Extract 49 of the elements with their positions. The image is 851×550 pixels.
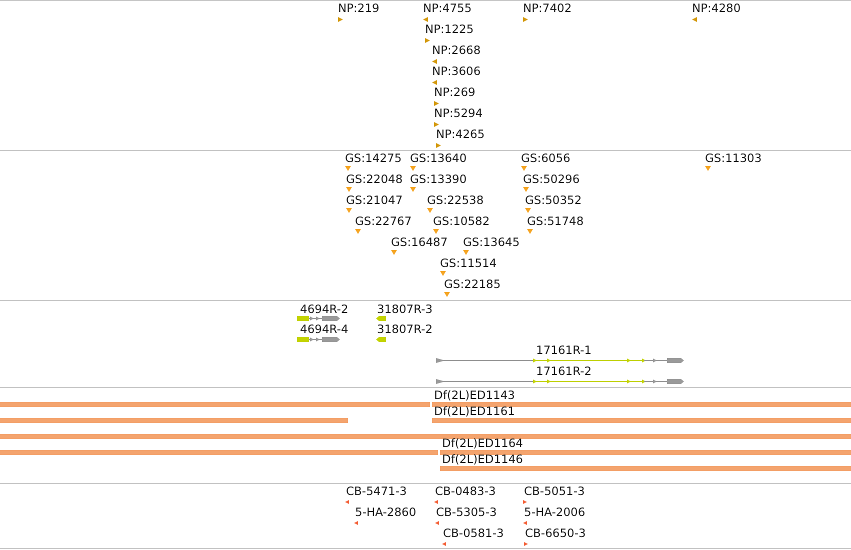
feature-label: CB-5051-3: [524, 485, 585, 498]
feature-label: CB-5471-3: [346, 485, 407, 498]
feature-label: GS:16487: [391, 236, 448, 250]
deletion-bar: [0, 402, 430, 406]
feature-label: NP:4755: [423, 2, 472, 15]
feature-label: 31807R-3: [377, 302, 433, 316]
feature-label: Df(2L)ED1146: [442, 452, 524, 466]
feature-label: GS:14275: [345, 152, 402, 166]
feature-label: NP:1225: [425, 23, 474, 36]
feature-label: GS:50296: [523, 173, 580, 186]
feature-label: GS:22048: [346, 173, 403, 186]
feature-label: 5-HA-2860: [355, 506, 416, 519]
feature-label: NP:5294: [434, 107, 483, 120]
feature-label: GS:22767: [355, 215, 412, 228]
feature-label: CB-0581-3: [443, 526, 504, 540]
feature-label: 17161R-1: [536, 344, 593, 357]
feature-label: GS:51748: [527, 215, 584, 228]
feature-label: NP:7402: [523, 2, 572, 15]
feature-label: NP:269: [434, 86, 476, 99]
feature-label: Df(2L)ED1143: [434, 388, 516, 402]
feature-label: Df(2L)ED1164: [442, 436, 524, 450]
feature-label: GS:13390: [410, 173, 467, 186]
feature-label: GS:22538: [427, 194, 484, 208]
feature-label: GS:11514: [440, 257, 497, 270]
deletion-bar: [0, 450, 438, 454]
feature-label: CB-0483-3: [435, 485, 496, 498]
deletion-bar: [0, 434, 851, 438]
feature-label: NP:4280: [692, 2, 741, 15]
feature-label: 5-HA-2006: [524, 506, 586, 519]
feature-label: GS:21047: [346, 194, 403, 208]
feature-label: GS:10582: [433, 215, 490, 228]
feature-label: GS:11303: [705, 152, 762, 166]
deletion-bar: [0, 418, 348, 422]
feature-label: 4694R-4: [300, 323, 348, 336]
feature-label: NP:3606: [432, 65, 481, 78]
feature-label: GS:50352: [525, 194, 582, 208]
feature-label: Df(2L)ED1161: [434, 404, 516, 418]
feature-label: CB-5305-3: [436, 506, 497, 519]
feature-label: NP:219: [338, 2, 380, 15]
feature-label: GS:6056: [521, 152, 570, 166]
feature-label: NP:4265: [436, 128, 485, 141]
feature-label: 4694R-2: [300, 302, 348, 316]
feature-label: GS:13640: [410, 152, 467, 166]
feature-label: CB-6650-3: [525, 526, 586, 540]
feature-label: GS:13645: [463, 236, 520, 250]
feature-label: GS:22185: [444, 278, 501, 292]
feature-label: 17161R-2: [536, 364, 593, 378]
feature-label: NP:2668: [432, 44, 481, 57]
feature-label: 31807R-2: [377, 323, 433, 336]
